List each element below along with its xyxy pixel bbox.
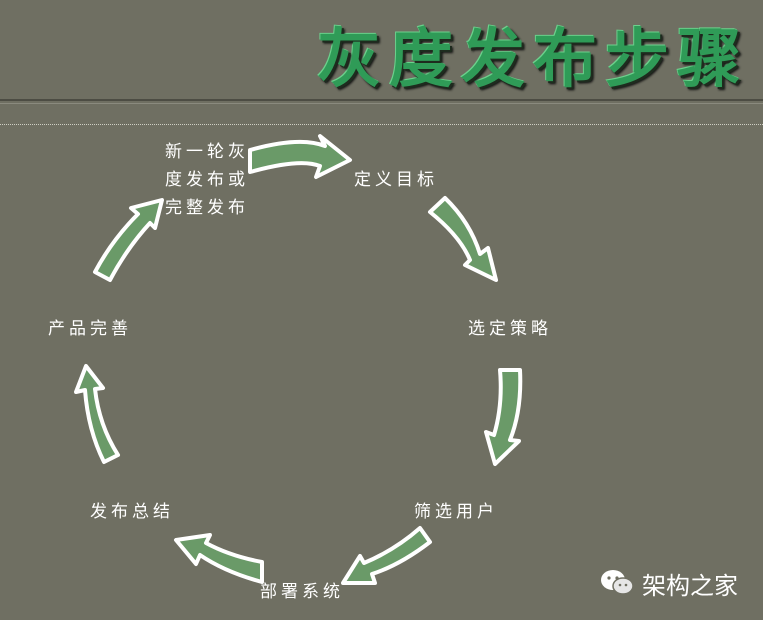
arrow-left [74, 364, 120, 464]
step-label: 新一轮灰度发布或完整发布 [165, 142, 249, 218]
arrow-top [248, 134, 352, 179]
step-label: 发布总结 [90, 502, 174, 522]
arrow-right [484, 368, 523, 466]
watermark-text: 架构之家 [642, 572, 738, 600]
step-label: 筛选用户 [414, 502, 498, 522]
header-divider-light [0, 103, 763, 104]
step-label: 部署系统 [260, 582, 344, 602]
watermark: 架构之家 [600, 566, 738, 601]
step-label: 定义目标 [354, 170, 438, 190]
arrow-upper-left [93, 198, 164, 282]
page-title: 灰度发布步骤 [317, 23, 749, 97]
step-label: 产品完善 [48, 319, 132, 339]
arrow-lower-right [341, 526, 432, 585]
step-label: 选定策略 [468, 319, 552, 339]
arrow-upper-right [428, 196, 498, 282]
header-divider [0, 99, 763, 101]
wechat-icon [600, 568, 634, 600]
dotted-divider [0, 124, 763, 125]
arrow-bottom [174, 533, 264, 584]
